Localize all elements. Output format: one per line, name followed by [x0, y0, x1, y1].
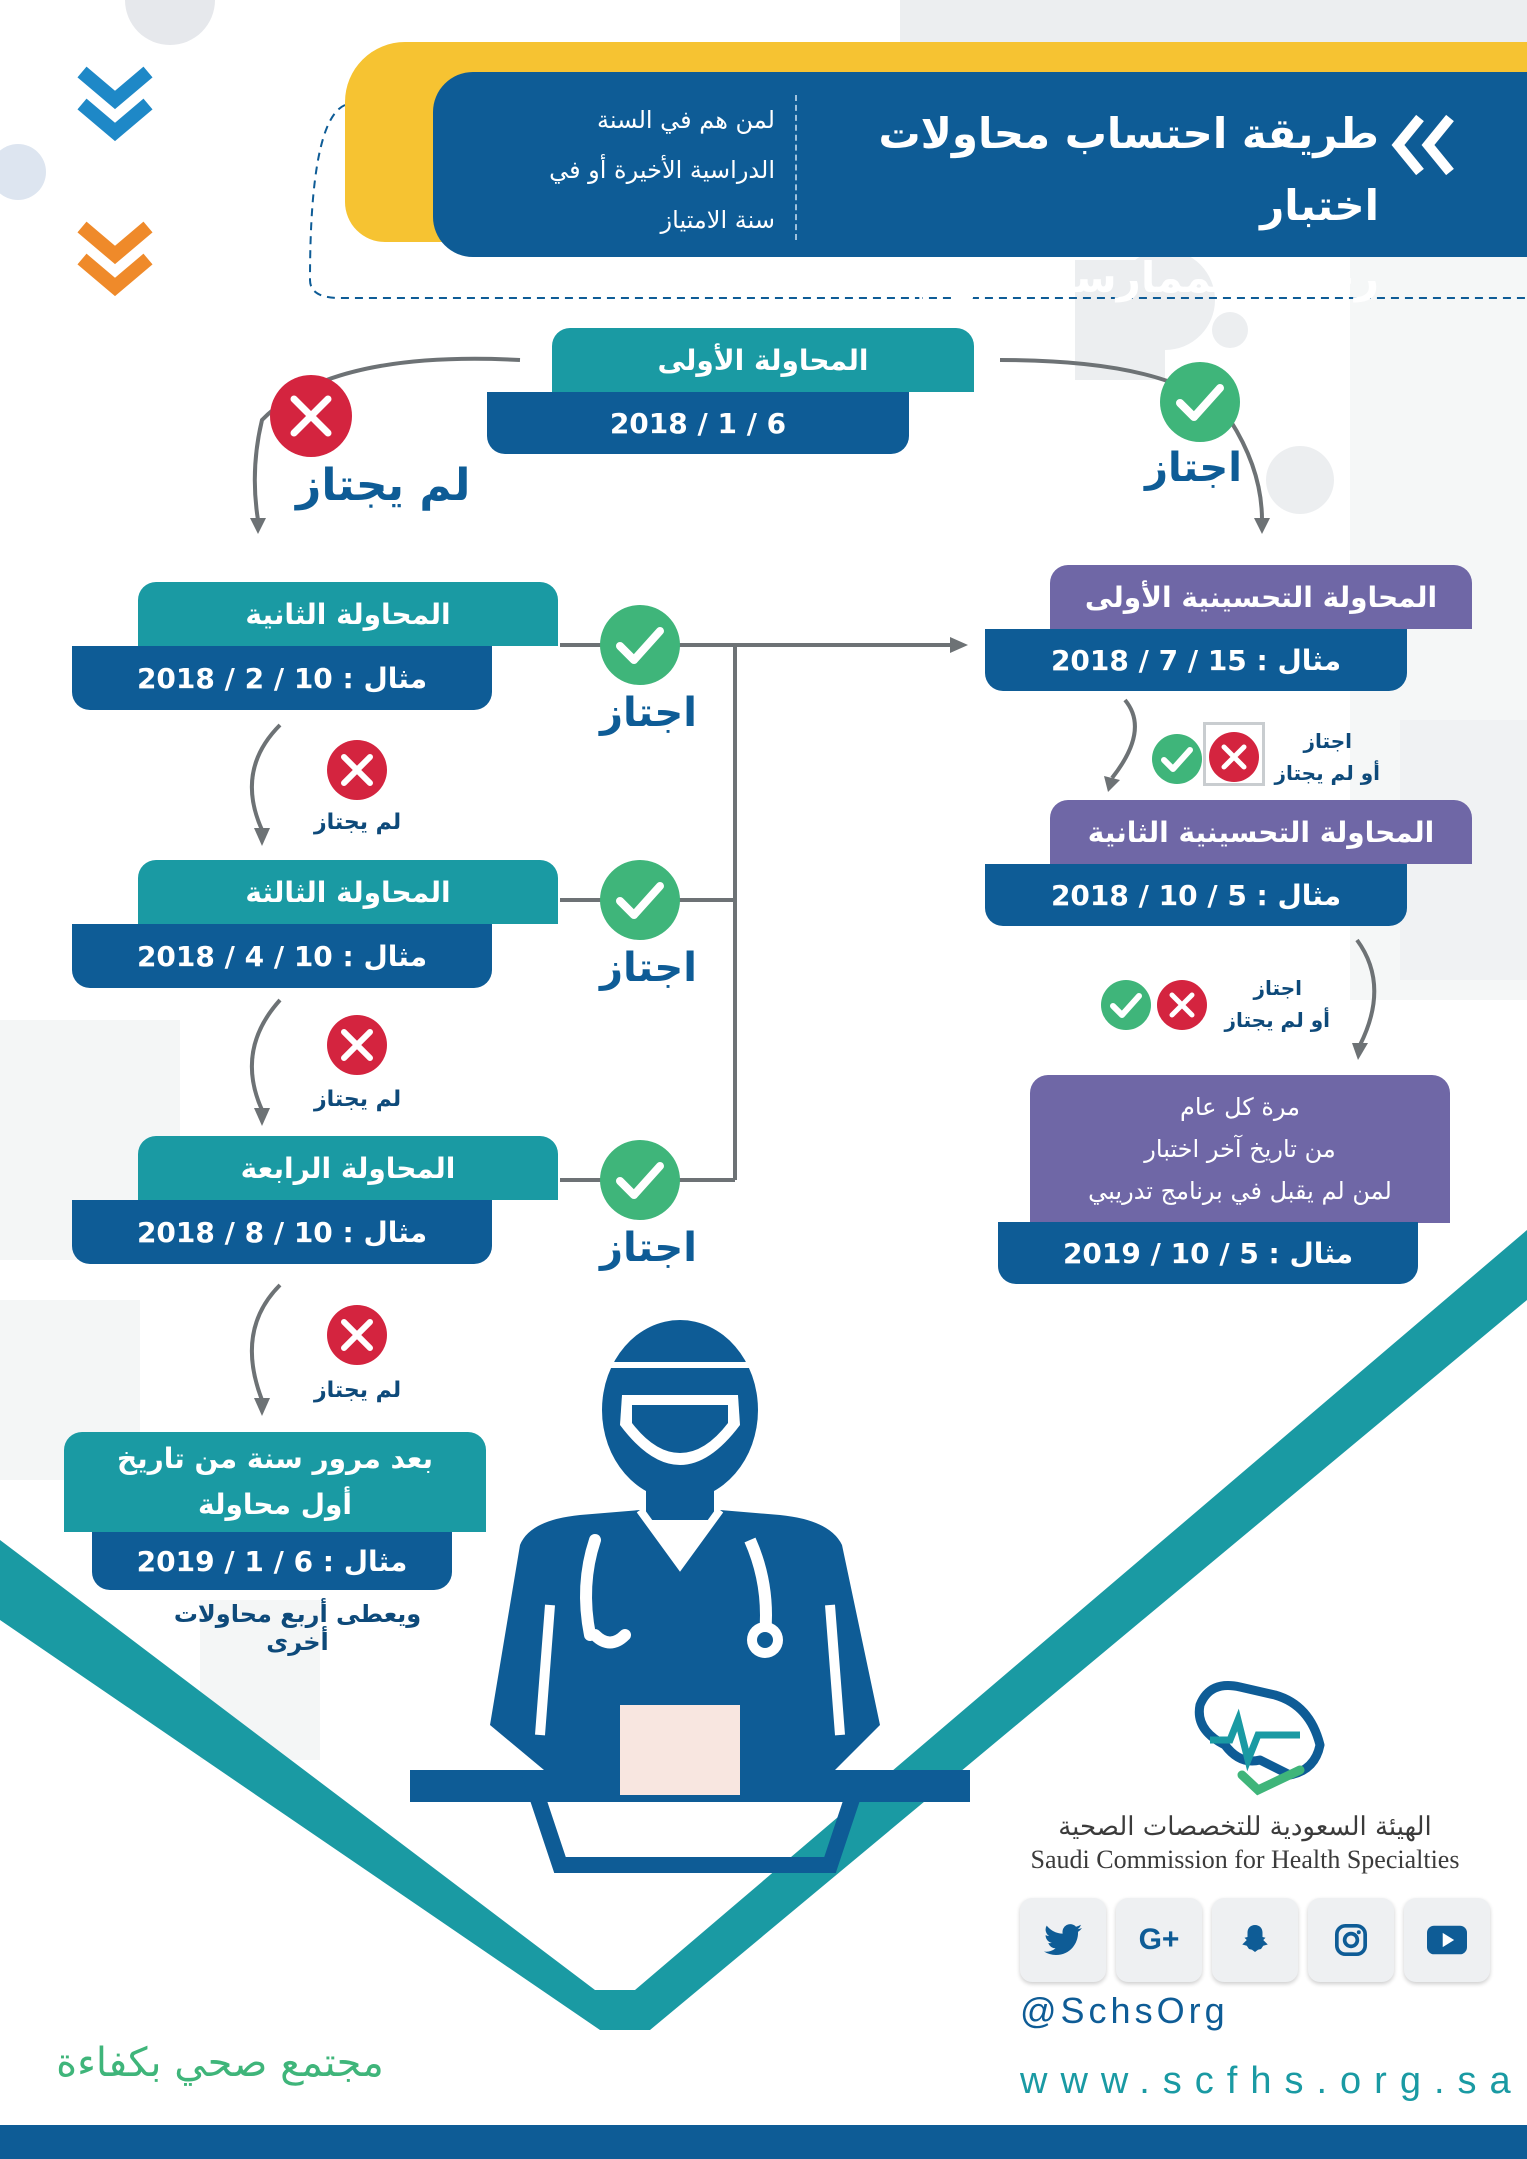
header-divider [795, 95, 797, 240]
first-improvement-date: مثال : 15 / 7 / 2018 [985, 629, 1407, 691]
fourth-attempt-label: المحاولة الرابعة [138, 1136, 558, 1200]
pass-icon [600, 1140, 680, 1220]
fail-label: لم يجتاز [314, 1378, 402, 1403]
after-year-line2: أول محاولة [198, 1488, 352, 1521]
fail-icon-frame [1203, 722, 1265, 786]
page-title-line1: طريقة احتساب محاولات اختبار [878, 109, 1379, 230]
third-attempt-date: مثال : 10 / 4 / 2018 [72, 924, 492, 988]
third-attempt-label: المحاولة الثالثة [138, 860, 558, 924]
youtube-icon [1427, 1925, 1467, 1955]
pass-label: اجتاز [600, 1225, 697, 1271]
fail-icon [1209, 732, 1259, 782]
chevron-down-icon [77, 66, 153, 142]
chevron-down-icon [77, 221, 153, 297]
fail-label: لم يجتاز [314, 1087, 402, 1112]
pass-label: اجتاز [1145, 445, 1242, 491]
second-improvement-date: مثال : 5 / 10 / 2018 [985, 864, 1407, 926]
yearly-date: مثال : 5 / 10 / 2019 [998, 1222, 1418, 1284]
first-attempt-date: 2018 / 1 / 6 [487, 392, 909, 454]
fail-icon [327, 740, 387, 800]
yearly-box: مرة كل عام من تاريخ آخر اختبار لمن لم يق… [1030, 1075, 1450, 1223]
social-handle[interactable]: @SchsOrg [1020, 1990, 1229, 2031]
yearly-line2: من تاريخ آخر اختبار [1144, 1135, 1336, 1163]
double-chevron-icon [1391, 114, 1454, 176]
snapchat-icon [1242, 1925, 1268, 1952]
first-attempt-label: المحاولة الأولى [552, 328, 974, 392]
pass-or-fail-line1: اجتاز [1253, 976, 1302, 1000]
org-name-arabic: الهيئة السعودية للتخصصات الصحية [1058, 1812, 1432, 1842]
after-year-date: مثال : 6 / 1 / 2019 [92, 1532, 452, 1590]
subtitle-line1: لمن هم في السنة [597, 106, 775, 134]
pass-icon [1152, 734, 1202, 784]
fourth-attempt-date: مثال : 10 / 8 / 2018 [72, 1200, 492, 1264]
twitter-icon [1044, 1924, 1082, 1956]
subtitle-line3: سنة الامتياز [660, 206, 775, 234]
website-link[interactable]: www.scfhs.org.sa [1020, 2060, 1524, 2102]
logo-icon [1194, 1681, 1325, 1796]
social-bar: G+ [1020, 1898, 1490, 1982]
slogan: مجتمع صحي بكفاءة [56, 2040, 384, 2086]
page-title-line2: رخصة الممارسة المهنية [889, 253, 1379, 302]
fail-icon [327, 1305, 387, 1365]
instagram-icon [1334, 1923, 1368, 1957]
pass-icon [1160, 362, 1240, 442]
instagram-button[interactable] [1308, 1898, 1394, 1982]
pass-or-fail-line2: أو لم يجتاز [1274, 761, 1380, 785]
header-banner [433, 72, 1527, 257]
snapchat-button[interactable] [1212, 1898, 1298, 1982]
fail-label: لم يجتاز [296, 460, 471, 511]
pass-icon [600, 860, 680, 940]
twitter-button[interactable] [1020, 1898, 1106, 1982]
youtube-button[interactable] [1404, 1898, 1490, 1982]
first-improvement-label: المحاولة التحسينية الأولى [1050, 565, 1472, 629]
pass-or-fail-line2: أو لم يجتاز [1224, 1008, 1330, 1032]
fail-icon [327, 1015, 387, 1075]
yearly-line1: مرة كل عام [1179, 1093, 1301, 1121]
pass-icon [600, 605, 680, 685]
page-subtitle: لمن هم في السنة الدراسية الأخيرة أو في س… [485, 95, 775, 245]
google-plus-icon: G+ [1138, 1923, 1180, 1956]
pass-label: اجتاز [600, 690, 697, 736]
subtitle-line2: الدراسية الأخيرة أو في [549, 156, 775, 184]
second-improvement-label: المحاولة التحسينية الثانية [1050, 800, 1472, 864]
after-year-note: ويعطى أربع محاولات أخرى [173, 1600, 422, 1656]
page-title: طريقة احتساب محاولات اختبار رخصة الممارس… [819, 98, 1379, 314]
second-attempt-date: مثال : 10 / 2 / 2018 [72, 646, 492, 710]
google-plus-button[interactable]: G+ [1116, 1898, 1202, 1982]
org-name-english: Saudi Commission for Health Specialties [1030, 1845, 1460, 1874]
after-year-box: بعد مرور سنة من تاريخ أول محاولة [64, 1432, 486, 1532]
after-year-line1: بعد مرور سنة من تاريخ [116, 1442, 434, 1475]
pass-icon [1101, 980, 1151, 1030]
pass-or-fail-label: اجتاز أو لم يجتاز [1270, 725, 1380, 789]
pass-or-fail-label: اجتاز أو لم يجتاز [1220, 972, 1330, 1036]
second-attempt-label: المحاولة الثانية [138, 582, 558, 646]
fail-icon [1157, 980, 1207, 1030]
pass-label: اجتاز [600, 945, 697, 991]
pass-or-fail-line1: اجتاز [1303, 729, 1352, 753]
fail-icon [270, 375, 352, 457]
yearly-line3: لمن لم يقبل في برنامج تدريبي [1088, 1177, 1392, 1205]
doctor-icon [410, 1320, 970, 1873]
fail-label: لم يجتاز [314, 810, 402, 835]
